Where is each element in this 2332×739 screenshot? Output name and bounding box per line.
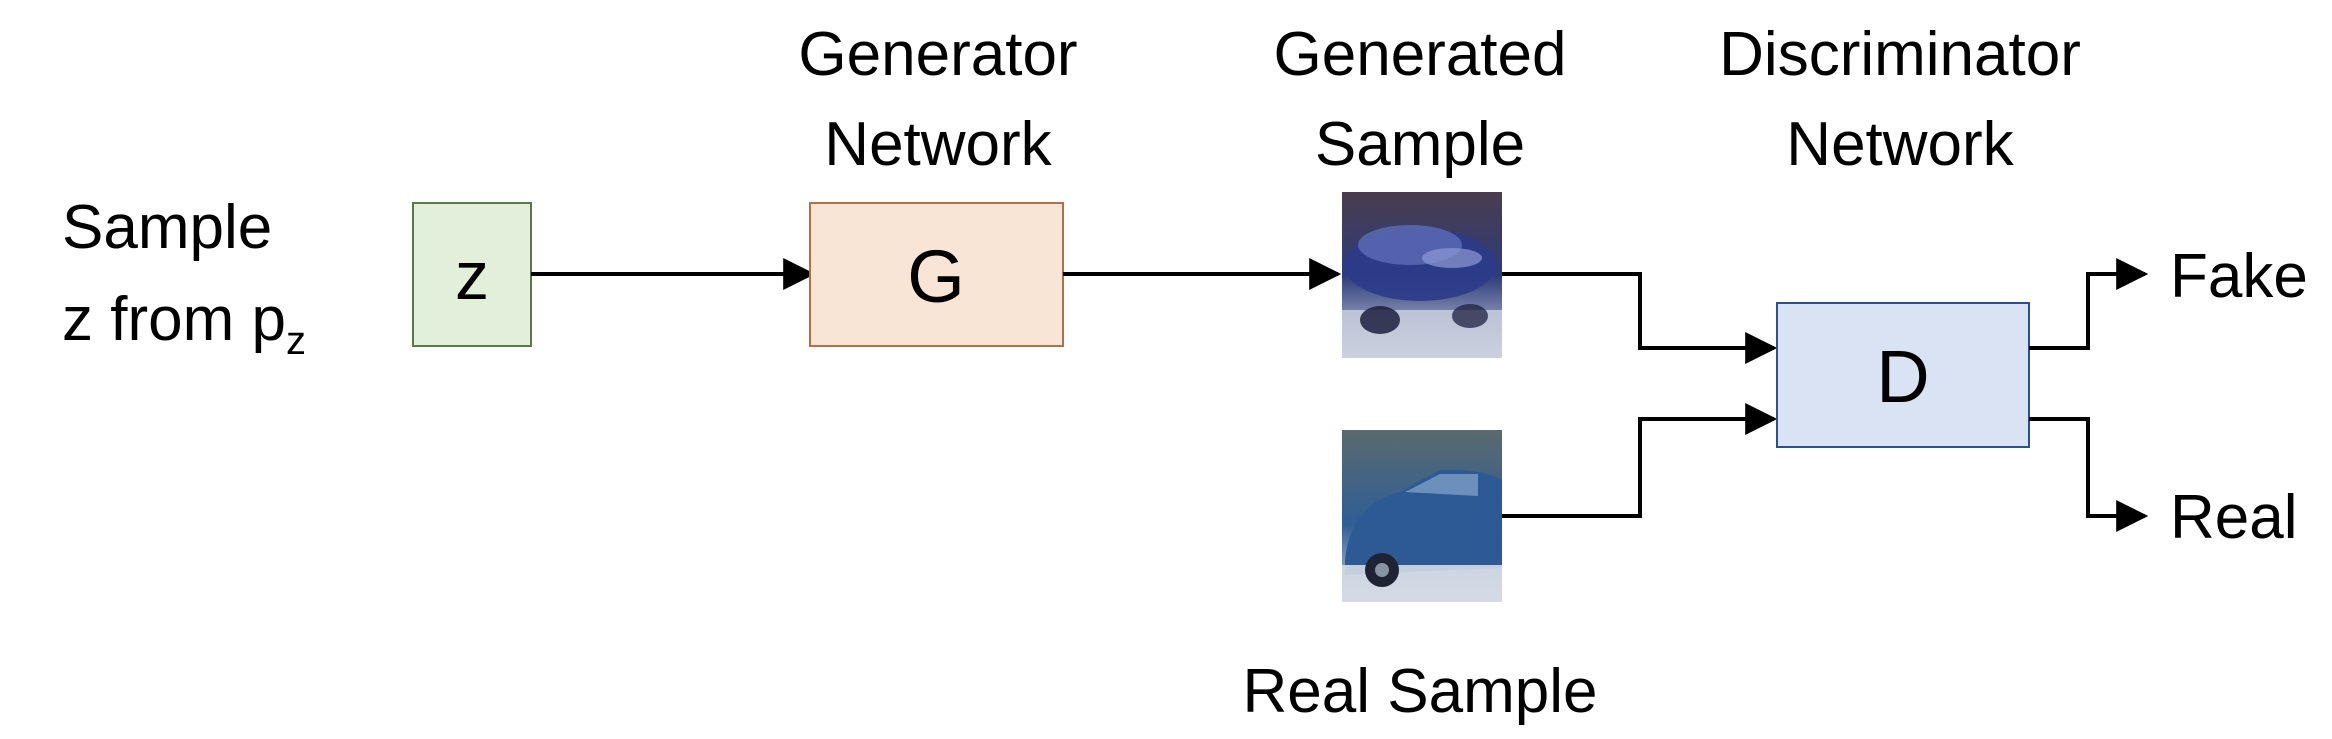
real-sample-image	[1342, 430, 1502, 602]
z-box-label: z	[455, 238, 489, 314]
z-box	[412, 202, 532, 347]
generator-label-line2: Network	[824, 110, 1052, 179]
arrow-d-to-fake	[2029, 258, 2149, 350]
real-sample-label: Real Sample	[1243, 657, 1598, 726]
discriminator-box-label: D	[1876, 335, 1929, 418]
real-output-label: Real	[2170, 483, 2298, 552]
arrow-real-to-d	[1502, 403, 1778, 518]
discriminator-box	[1776, 302, 2030, 448]
arrow-generated-to-d	[1502, 272, 1778, 364]
generated-sample-image	[1342, 192, 1502, 358]
discriminator-label-line1: Discriminator	[1719, 20, 2081, 89]
generator-box-label: G	[907, 235, 965, 318]
arrow-d-to-real	[2029, 417, 2149, 532]
fake-output-label: Fake	[2170, 242, 2308, 311]
sample-label-line2: z from pz	[62, 285, 306, 363]
generator-label-line1: Generator	[798, 20, 1077, 89]
generator-box	[809, 202, 1064, 347]
generated-label-line2: Sample	[1315, 110, 1525, 179]
discriminator-label-line2: Network	[1786, 110, 2014, 179]
generated-label-line1: Generated	[1274, 20, 1567, 89]
sample-label-subscript: z	[286, 319, 306, 363]
sample-label-prefix: z from p	[62, 285, 286, 354]
sample-label-line1: Sample	[62, 193, 272, 262]
